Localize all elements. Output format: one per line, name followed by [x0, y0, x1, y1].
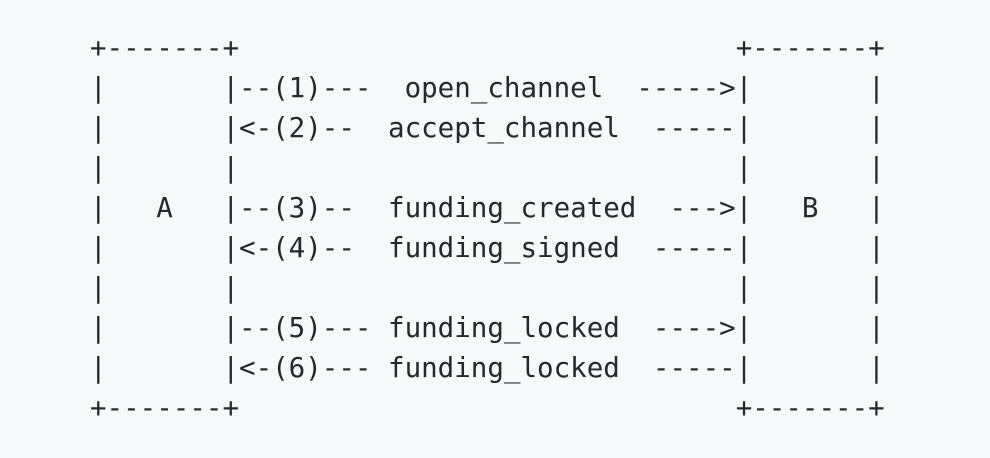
diagram-line-funding-locked-a-to-b: | |--(5)--- funding_locked ---->| |	[90, 312, 885, 344]
diagram-line-spacer-1: | | | |	[90, 152, 885, 184]
diagram-line-funding-signed: | |<-(4)-- funding_signed -----| |	[90, 232, 885, 264]
diagram-line-funding-locked-b-to-a: | |<-(6)--- funding_locked -----| |	[90, 352, 885, 384]
diagram-line-accept-channel: | |<-(2)-- accept_channel -----| |	[90, 112, 885, 144]
diagram-line-bottom-border: +-------+ +-------+	[90, 392, 885, 424]
diagram-line-open-channel: | |--(1)--- open_channel ----->| |	[90, 72, 885, 104]
diagram-line-spacer-2: | | | |	[90, 272, 885, 304]
ascii-sequence-diagram: +-------+ +-------+ | |--(1)--- open_chan…	[90, 28, 885, 428]
diagram-line-top-border: +-------+ +-------+	[90, 32, 885, 64]
diagram-line-funding-created: | A |--(3)-- funding_created --->| B |	[90, 192, 885, 224]
